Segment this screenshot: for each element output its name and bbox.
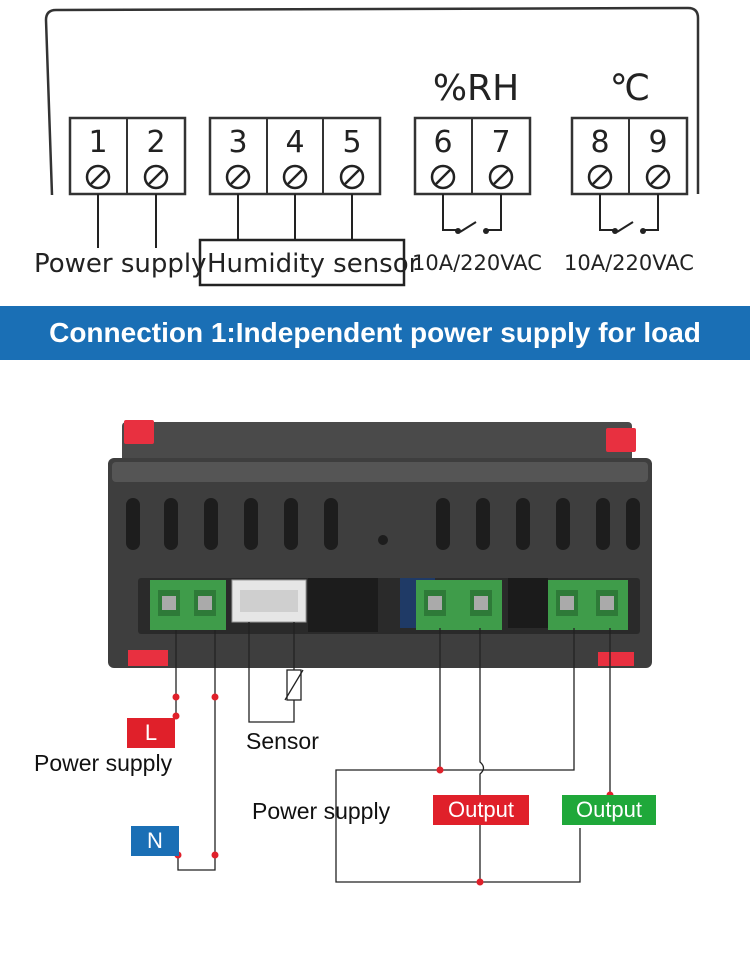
sensor-label: Sensor	[246, 728, 319, 754]
temperature-unit-label: ℃	[610, 68, 650, 109]
humidity-sensor-box	[198, 238, 406, 287]
green-terminal-blocks	[150, 580, 628, 630]
power-supply-label: Power supply	[34, 249, 207, 279]
rh-unit-label: %RH	[433, 68, 519, 109]
connection-banner: Connection 1:Independent power supply fo…	[0, 306, 750, 360]
humidity-sensor-label: Humidity sensor	[207, 249, 420, 279]
output-red-tag: Output	[433, 795, 529, 825]
relay-rating-temp: 10A/220VAC	[564, 251, 694, 275]
terminal-number-2: 2	[146, 125, 165, 160]
wires	[175, 622, 611, 883]
terminal-number-3: 3	[228, 125, 247, 160]
power-supply-input-label: Power supply	[34, 750, 173, 776]
terminal-number-7: 7	[491, 125, 510, 160]
screw-terminal-icons	[85, 164, 671, 190]
output-green-tag: Output	[562, 795, 656, 825]
terminal-number-4: 4	[285, 125, 304, 160]
terminal-number-8: 8	[590, 125, 609, 160]
red-clip-right	[606, 428, 636, 452]
neutral-tag: N	[131, 826, 179, 856]
terminal-number-1: 1	[88, 125, 107, 160]
load-power-supply-label: Power supply	[252, 798, 391, 824]
terminal-number-6: 6	[433, 125, 452, 160]
red-clip-bottom	[128, 650, 168, 666]
controller-device	[108, 420, 652, 668]
red-clip-left	[124, 420, 154, 444]
terminal-number-5: 5	[342, 125, 361, 160]
terminal-number-9: 9	[648, 125, 667, 160]
terminal-diagram: 1 2 3 4 5 6 7 8 9 Power supply Humid	[34, 6, 700, 287]
junction-dots	[172, 693, 614, 886]
housing-outline	[44, 6, 700, 196]
live-tag: L	[127, 718, 175, 748]
relay-rating-rh: 10A/220VAC	[412, 251, 542, 275]
